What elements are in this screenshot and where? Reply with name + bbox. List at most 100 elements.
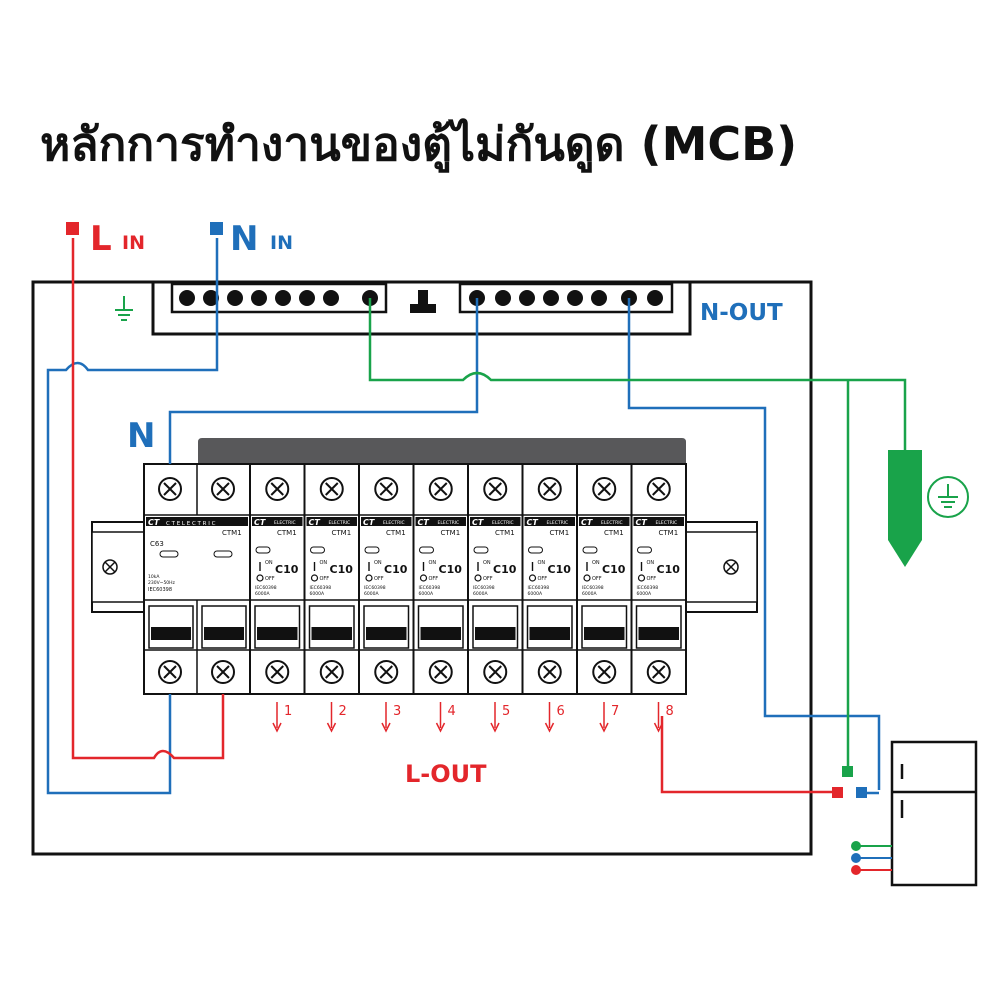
n-in-terminal (210, 222, 223, 235)
main-breaker-toggle[interactable] (148, 605, 247, 649)
sub-breaker-rating: C10 (330, 563, 354, 576)
sub-breaker-standard: IEC60398 (637, 585, 659, 591)
sub-breaker-capacity: 6000A (528, 591, 543, 597)
sub-breaker-rating: C10 (602, 563, 626, 576)
n-label: N (127, 416, 155, 456)
sub-breaker-rating: C10 (548, 563, 572, 576)
n-in-label: N (230, 219, 258, 259)
n-out-label: N-OUT (700, 300, 783, 326)
screw-icon (483, 477, 508, 501)
busbar-mount (410, 290, 436, 313)
sub-breaker-brand: CT (527, 518, 539, 527)
screw-icon (646, 660, 671, 684)
sub-breaker-rating: C10 (384, 563, 408, 576)
sub-breaker-capacity: 6000A (637, 591, 652, 597)
screw-icon (428, 660, 453, 684)
main-breaker-brand-text: C T E L E C T R I C (166, 521, 216, 527)
main-breaker-spec2: 230V~50Hz (148, 580, 176, 586)
sub-breaker-off-label: OFF (538, 576, 548, 582)
load-ground-terminal (842, 766, 853, 777)
busbar-bracket (151, 282, 692, 336)
screw-icon (646, 477, 671, 501)
sub-breaker-model: CTM1 (332, 529, 352, 537)
main-breaker-brand: CT (148, 518, 160, 527)
screw-icon (428, 477, 453, 501)
main-breaker-model: CTM1 (222, 529, 242, 537)
ground-wires (368, 298, 907, 766)
sub-breaker-model: CTM1 (659, 529, 679, 537)
sub-breaker-on-label: ON (592, 560, 600, 566)
sub-breaker-capacity: 6000A (473, 591, 488, 597)
l-out-label: L-OUT (405, 760, 487, 788)
screw-icon (265, 477, 290, 501)
screw-icon (537, 477, 562, 501)
screw-icon (374, 660, 399, 684)
sub-breaker-off-label: OFF (374, 576, 384, 582)
screw-icon (537, 660, 562, 684)
circuit-number: 8 (666, 704, 674, 719)
main-breaker[interactable]: CT C T E L E C T R I C CTM1 C63 10kA 230… (143, 463, 251, 695)
line-wires (71, 238, 832, 794)
sub-breaker-model: CTM1 (604, 529, 624, 537)
sub-breaker-standard: IEC60398 (255, 585, 277, 591)
circuit-number: 2 (339, 704, 347, 719)
sub-breaker-brand-text: ELECTRIC (601, 520, 623, 526)
sub-breaker-on-label: ON (483, 560, 491, 566)
screw-icon (158, 477, 182, 501)
sub-breaker-brand-text: ELECTRIC (438, 520, 460, 526)
sub-breaker-off-label: OFF (265, 576, 275, 582)
page-title: หลักการทำงานของตู้ไม่กันดูด (MCB) (40, 117, 798, 171)
sub-breaker-brand-text: ELECTRIC (329, 520, 351, 526)
enclosure-box (31, 280, 813, 856)
l-in-label: L (90, 219, 112, 259)
sub-breaker-off-label: OFF (592, 576, 602, 582)
sub-breaker-capacity: 6000A (310, 591, 325, 597)
sub-breaker-brand: CT (254, 518, 266, 527)
screw-icon (592, 477, 617, 501)
sub-breaker-capacity: 6000A (419, 591, 434, 597)
sub-breaker-capacity: 6000A (255, 591, 270, 597)
circuit-number: 4 (448, 704, 456, 719)
screw-icon (265, 660, 290, 684)
circuit-number: 3 (393, 704, 401, 719)
screw-icon (592, 660, 617, 684)
sub-breaker-model: CTM1 (277, 529, 297, 537)
neutral-wires (46, 238, 881, 795)
sub-breaker-standard: IEC60398 (364, 585, 386, 591)
screw-icon (483, 660, 508, 684)
refrigerator-icon (851, 740, 978, 887)
screw-icon (319, 660, 344, 684)
sub-breaker-on-label: ON (429, 560, 437, 566)
sub-breaker-on-label: ON (374, 560, 382, 566)
sub-breaker-on-label: ON (647, 560, 655, 566)
sub-breaker-off-label: OFF (647, 576, 657, 582)
neutral-busbar (458, 282, 674, 314)
sub-breaker-on-label: ON (538, 560, 546, 566)
sub-breaker-brand: CT (363, 518, 375, 527)
circuit-number: 5 (502, 704, 510, 719)
sub-breaker-brand: CT (472, 518, 484, 527)
sub-breaker-brand: CT (309, 518, 321, 527)
circuit-number: 1 (284, 704, 292, 719)
sub-breaker-rating: C10 (493, 563, 517, 576)
sub-breaker-capacity: 6000A (364, 591, 379, 597)
sub-breaker-brand: CT (418, 518, 430, 527)
screw-icon (158, 660, 182, 684)
sub-breaker-brand: CT (581, 518, 593, 527)
sub-breaker-model: CTM1 (386, 529, 406, 537)
sub-breaker-capacity: 6000A (582, 591, 597, 597)
ground-busbar-holes (179, 290, 378, 306)
screw-icon (374, 477, 399, 501)
l-in-terminal (66, 222, 79, 235)
sub-breaker-model: CTM1 (441, 529, 461, 537)
sub-breaker-brand-text: ELECTRIC (383, 520, 405, 526)
